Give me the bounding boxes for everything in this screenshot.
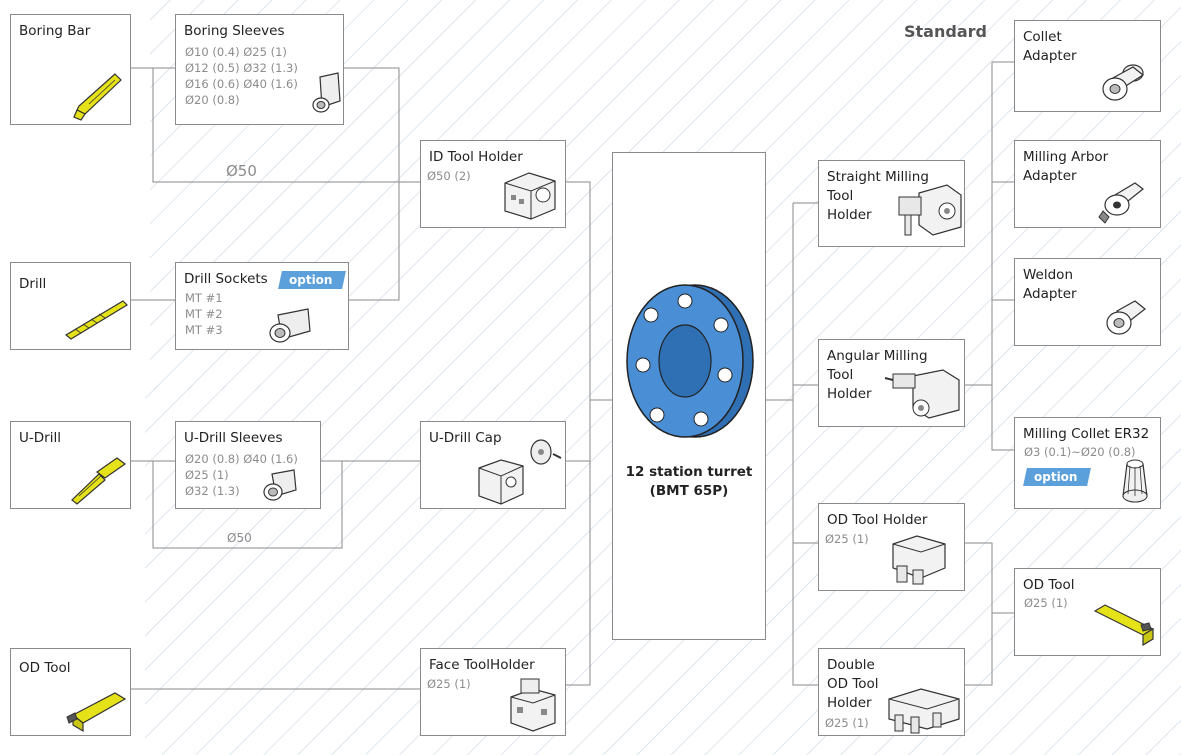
face-toolholder-title: Face ToolHolder bbox=[429, 657, 535, 673]
boring-sleeves-spec: Ø16 (0.6) Ø40 (1.6) bbox=[185, 77, 298, 91]
option-badge-label: option bbox=[289, 273, 333, 287]
od-tool-left-box[interactable]: OD Tool bbox=[10, 648, 131, 736]
milling-collet-box[interactable]: Milling Collet ER32 Ø3 (0.1)~Ø20 (0.8) o… bbox=[1014, 417, 1161, 509]
milling-collet-spec: Ø3 (0.1)~Ø20 (0.8) bbox=[1024, 445, 1136, 459]
drill-sockets-spec: MT #3 bbox=[185, 323, 223, 337]
boring-sleeves-spec: Ø10 (0.4) Ø25 (1) bbox=[185, 45, 287, 59]
id-tool-holder-spec: Ø50 (2) bbox=[427, 169, 471, 183]
double-od-icon bbox=[888, 688, 960, 734]
u-drill-cap-icon bbox=[478, 439, 562, 505]
u-drill-cap-box[interactable]: U-Drill Cap bbox=[420, 421, 566, 509]
drill-title: Drill bbox=[19, 276, 47, 292]
u-drill-diameter-label: Ø50 bbox=[227, 531, 252, 545]
weldon-title: Weldon Adapter bbox=[1023, 267, 1077, 302]
boring-sleeves-box[interactable]: Boring Sleeves Ø10 (0.4) Ø25 (1) Ø12 (0.… bbox=[175, 14, 344, 125]
u-drill-sleeves-spec: Ø25 (1) bbox=[185, 468, 229, 482]
u-drill-sleeves-spec: Ø20 (0.8) Ø40 (1.6) bbox=[185, 452, 298, 466]
standard-label: Standard bbox=[904, 22, 987, 41]
sleeve-icon bbox=[263, 469, 297, 501]
u-drill-sleeves-spec: Ø32 (1.3) bbox=[185, 484, 240, 498]
od-tool-icon bbox=[66, 692, 127, 733]
id-tool-holder-box[interactable]: ID Tool Holder Ø50 (2) bbox=[420, 140, 566, 228]
milling-collet-title: Milling Collet ER32 bbox=[1023, 426, 1150, 442]
boring-diameter-label: Ø50 bbox=[226, 162, 257, 180]
drill-sockets-title: Drill Sockets bbox=[184, 271, 268, 287]
boring-sleeves-spec: Ø12 (0.5) Ø32 (1.3) bbox=[185, 61, 298, 75]
double-od-spec: Ø25 (1) bbox=[825, 716, 869, 730]
boring-bar-box[interactable]: Boring Bar bbox=[10, 14, 131, 125]
collet-adapter-icon bbox=[1102, 64, 1145, 101]
od-tool-right-box[interactable]: OD Tool Ø25 (1) bbox=[1014, 568, 1161, 656]
od-holder-icon bbox=[892, 535, 946, 585]
straight-milling-title: Straight Milling Tool Holder bbox=[827, 169, 929, 223]
option-badge: option bbox=[278, 271, 347, 289]
u-drill-icon bbox=[71, 457, 127, 505]
id-tool-holder-title: ID Tool Holder bbox=[429, 149, 523, 165]
collet-adapter-title: Collet Adapter bbox=[1023, 29, 1077, 64]
od-tool-icon bbox=[1093, 604, 1155, 647]
double-od-box[interactable]: Double OD Tool Holder Ø25 (1) bbox=[818, 648, 965, 736]
sleeve-icon bbox=[312, 72, 341, 113]
straight-milling-icon bbox=[898, 184, 962, 236]
face-toolholder-spec: Ø25 (1) bbox=[427, 677, 471, 691]
drill-sockets-box[interactable]: Drill Sockets option MT #1 MT #2 MT #3 bbox=[175, 262, 349, 350]
collet-adapter-box[interactable]: Collet Adapter bbox=[1014, 20, 1161, 112]
angular-milling-box[interactable]: Angular Milling Tool Holder bbox=[818, 339, 965, 427]
option-badge-label: option bbox=[1034, 470, 1078, 484]
u-drill-sleeves-box[interactable]: U-Drill Sleeves Ø20 (0.8) Ø40 (1.6) Ø25 … bbox=[175, 421, 321, 509]
straight-milling-box[interactable]: Straight Milling Tool Holder bbox=[818, 160, 965, 247]
u-drill-box[interactable]: U-Drill bbox=[10, 421, 131, 509]
od-tool-holder-title: OD Tool Holder bbox=[827, 512, 928, 528]
angular-milling-title: Angular Milling Tool Holder bbox=[827, 348, 928, 402]
connector-lines bbox=[131, 61, 1014, 690]
face-holder-icon bbox=[510, 678, 556, 732]
u-drill-title: U-Drill bbox=[19, 430, 61, 446]
u-drill-cap-title: U-Drill Cap bbox=[429, 430, 502, 446]
drill-sockets-spec: MT #1 bbox=[185, 291, 223, 305]
milling-arbor-title: Milling Arbor Adapter bbox=[1023, 149, 1109, 184]
turret-box[interactable]: 12 station turret (BMT 65P) bbox=[612, 152, 766, 640]
boring-bar-title: Boring Bar bbox=[19, 23, 91, 39]
drill-box[interactable]: Drill bbox=[10, 262, 131, 350]
tool-holder-icon bbox=[504, 172, 556, 220]
milling-arbor-box[interactable]: Milling Arbor Adapter bbox=[1014, 140, 1161, 228]
od-tool-holder-spec: Ø25 (1) bbox=[825, 532, 869, 546]
socket-icon bbox=[269, 308, 311, 343]
angular-milling-icon bbox=[884, 369, 960, 419]
drill-sockets-spec: MT #2 bbox=[185, 307, 223, 321]
face-toolholder-box[interactable]: Face ToolHolder Ø25 (1) bbox=[420, 648, 566, 736]
weldon-box[interactable]: Weldon Adapter bbox=[1014, 258, 1161, 346]
turret-label: 12 station turret (BMT 65P) bbox=[625, 464, 753, 499]
od-tool-left-title: OD Tool bbox=[19, 660, 71, 676]
drill-icon bbox=[64, 300, 128, 340]
od-tool-right-spec: Ø25 (1) bbox=[1024, 596, 1068, 610]
double-od-title: Double OD Tool Holder bbox=[827, 657, 879, 711]
od-tool-holder-box[interactable]: OD Tool Holder Ø25 (1) bbox=[818, 503, 965, 591]
u-drill-sleeves-title: U-Drill Sleeves bbox=[184, 430, 283, 446]
milling-arbor-icon bbox=[1098, 182, 1144, 224]
option-badge: option bbox=[1023, 468, 1092, 486]
od-tool-right-title: OD Tool bbox=[1023, 577, 1075, 593]
boring-sleeves-spec: Ø20 (0.8) bbox=[185, 93, 240, 107]
collet-icon bbox=[1122, 459, 1148, 503]
boring-bar-icon bbox=[73, 73, 122, 121]
weldon-adapter-icon bbox=[1106, 300, 1146, 335]
turret-icon bbox=[626, 284, 754, 438]
boring-sleeves-title: Boring Sleeves bbox=[184, 23, 285, 39]
